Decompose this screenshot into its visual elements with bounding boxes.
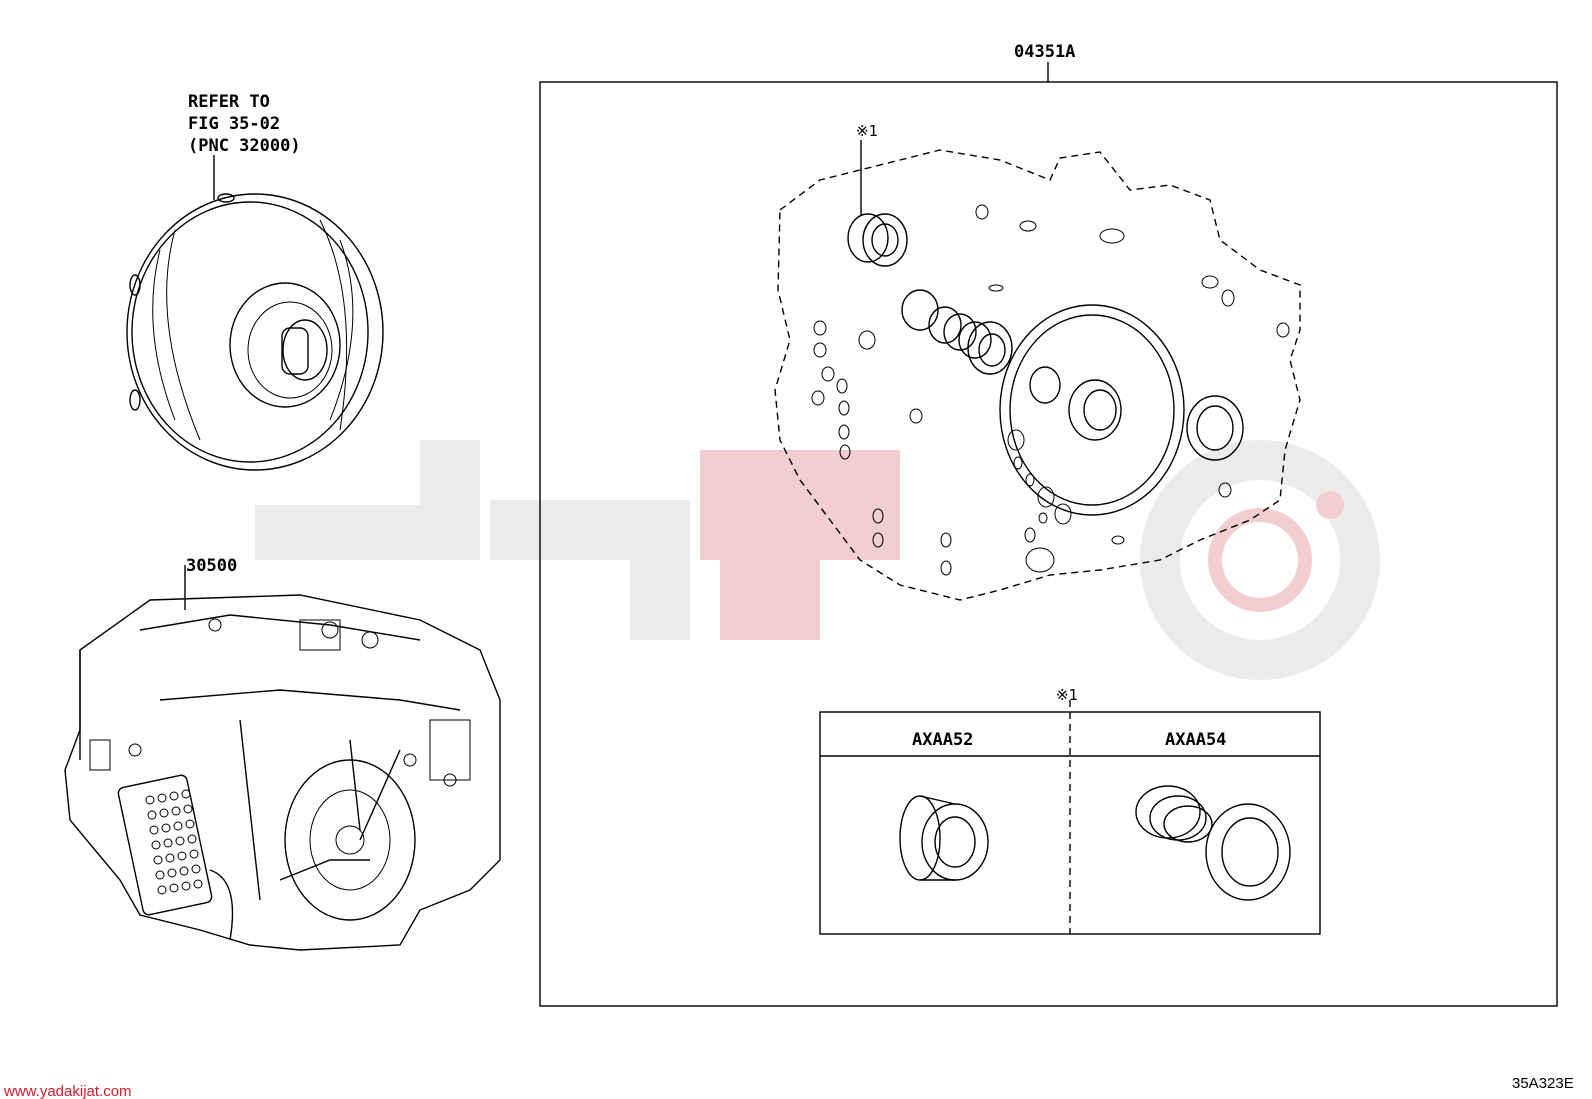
torque-converter-drawing <box>126 155 384 471</box>
part-number-kit: 04351A <box>1014 42 1075 62</box>
table-col1-model: AXAA52 <box>912 730 973 750</box>
refer-note-line3: (PNC 32000) <box>188 136 301 156</box>
model-table <box>819 700 1321 935</box>
refer-note-line2: FIG 35-02 <box>188 114 280 134</box>
kit-mark-table: ※1 <box>1056 686 1078 704</box>
seal-kit-parts <box>811 140 1290 576</box>
figure-code: 35A323E <box>1512 1075 1574 1092</box>
watermark-logo <box>255 440 1380 680</box>
table-col2-model: AXAA54 <box>1165 730 1226 750</box>
website-watermark: www.yadakijat.com <box>3 1083 132 1099</box>
part-number-transaxle: 30500 <box>186 556 237 576</box>
transmission-case-outline <box>774 149 1301 601</box>
refer-note-line1: REFER TO <box>188 92 270 112</box>
kit-mark-top: ※1 <box>856 122 878 140</box>
transaxle-assembly-drawing <box>64 565 501 951</box>
kit-frame <box>539 81 1558 1007</box>
